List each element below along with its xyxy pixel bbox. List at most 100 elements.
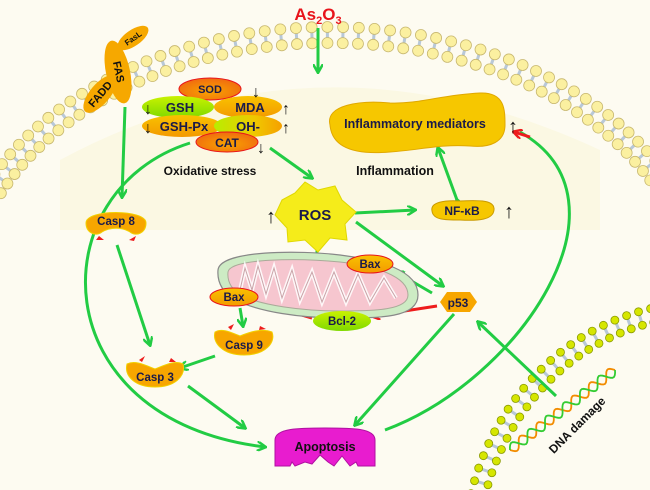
lipid-head xyxy=(546,374,556,384)
lipid-head xyxy=(42,111,55,124)
lipid-head xyxy=(629,155,641,168)
lipid-head xyxy=(52,124,65,137)
lipid-head xyxy=(445,35,458,48)
lipid-head xyxy=(622,311,631,321)
arrow-p53-to-apoptosis xyxy=(355,313,456,425)
casp8-cleavage-marks xyxy=(96,236,136,241)
lipid-head xyxy=(615,328,625,338)
lipid-head xyxy=(140,55,153,68)
lipid-head xyxy=(522,402,532,412)
lipid-head xyxy=(644,174,650,187)
lipid-head xyxy=(228,30,240,42)
casp9-node xyxy=(213,329,274,356)
lipid-head xyxy=(626,324,636,334)
p53-label: p53 xyxy=(448,296,469,310)
lipid-head xyxy=(368,22,381,35)
lipid-head xyxy=(490,427,500,437)
inflammatory-mediators-label: Inflammatory mediators xyxy=(344,117,486,131)
lipid-head xyxy=(1,177,14,190)
casp3-cleavage-marks xyxy=(139,356,176,362)
lipid-head xyxy=(530,65,542,77)
lipid-head xyxy=(612,117,625,130)
lipid-head xyxy=(243,27,256,40)
bax-left-label: Bax xyxy=(223,292,245,304)
arrow-casp9-to-casp3 xyxy=(180,354,216,368)
lipid-head xyxy=(587,326,597,336)
ros-cluster: ROS ↑ xyxy=(266,181,357,253)
lipid-head xyxy=(183,40,196,53)
oxidative-stress-cluster: SOD GSH MDA GSH-Px OH- CAT ↓ ↓ ↓ ↑ ↑ ↓ O… xyxy=(142,77,290,178)
dna-strand xyxy=(508,369,617,451)
lipid-head xyxy=(24,149,37,162)
lipid-head xyxy=(337,21,350,34)
arrow-dna-to-p53 xyxy=(478,322,558,398)
lipid-head xyxy=(352,37,364,50)
lipid-head xyxy=(496,415,506,425)
lipid-head xyxy=(455,54,468,67)
lipid-head xyxy=(13,138,25,151)
lipid-head xyxy=(415,29,427,41)
lipid-head xyxy=(441,51,454,63)
lipid-head xyxy=(384,24,396,37)
sod-down-arrow-icon: ↓ xyxy=(252,84,260,101)
lipid-head xyxy=(0,187,7,200)
bcl2-node xyxy=(313,311,371,331)
lipid-head xyxy=(641,145,650,157)
lipid-head xyxy=(546,356,556,365)
oxidative-stress-label: Oxidative stress xyxy=(164,164,257,178)
lipid-head xyxy=(523,79,536,92)
lipid-head xyxy=(602,109,615,121)
lipid-head xyxy=(168,45,181,57)
lipid-head xyxy=(173,60,186,73)
activation-arrows xyxy=(84,28,571,447)
lipid-head xyxy=(491,456,501,466)
dna-helix-icon xyxy=(508,367,617,453)
lipid-head xyxy=(555,78,568,91)
lipid-head xyxy=(508,423,518,432)
lipid-head xyxy=(474,463,484,473)
lipid-head xyxy=(555,366,565,376)
p53-node xyxy=(440,292,477,312)
arrow-nfkb-mediators xyxy=(438,148,457,200)
lipid-head xyxy=(646,304,650,314)
lipid-head xyxy=(497,68,509,81)
lipid-head xyxy=(8,168,21,180)
lipid-head xyxy=(33,141,46,153)
casp8-label: Casp 8 xyxy=(97,216,135,228)
lipid-head xyxy=(159,65,172,77)
lipid-head xyxy=(321,21,334,33)
lipid-head xyxy=(73,108,86,121)
oh-label: OH- xyxy=(236,119,260,134)
lipid-head xyxy=(483,480,493,490)
lipid-head xyxy=(16,158,29,171)
lipid-head xyxy=(571,106,583,119)
fasl-shape xyxy=(117,25,149,51)
apoptosis-label: Apoptosis xyxy=(294,440,355,454)
lipid-head xyxy=(201,52,214,65)
oh-node xyxy=(214,115,282,137)
lipid-head xyxy=(484,439,494,448)
nfkb-node xyxy=(431,200,495,221)
arrow-apoptosis-to-mediators xyxy=(384,130,571,432)
lipid-head xyxy=(474,43,487,56)
lipid-head xyxy=(564,358,574,368)
gshpx-node xyxy=(142,115,222,137)
lipid-head xyxy=(488,48,501,61)
lipid-head xyxy=(502,433,512,443)
arrow-oxidative-to-ros xyxy=(269,146,312,178)
arrow-casp3-to-apoptosis xyxy=(187,384,245,428)
cristae-outline xyxy=(239,264,397,304)
arrow-oxidative-to-apoptosis xyxy=(84,141,265,447)
nfkb-label: NF-κB xyxy=(444,204,480,218)
gsh-label: GSH xyxy=(166,100,194,115)
ros-label: ROS xyxy=(299,207,332,224)
lipid-head xyxy=(146,70,159,83)
casp9-cleavage-marks xyxy=(228,324,266,330)
lipid-head xyxy=(584,345,594,354)
bcl2-label: Bcl-2 xyxy=(328,316,356,328)
lipid-head xyxy=(321,37,334,49)
lipid-head xyxy=(258,25,271,37)
nuclear-membrane xyxy=(468,304,650,490)
arrow-casp8-to-casp3 xyxy=(115,244,150,345)
